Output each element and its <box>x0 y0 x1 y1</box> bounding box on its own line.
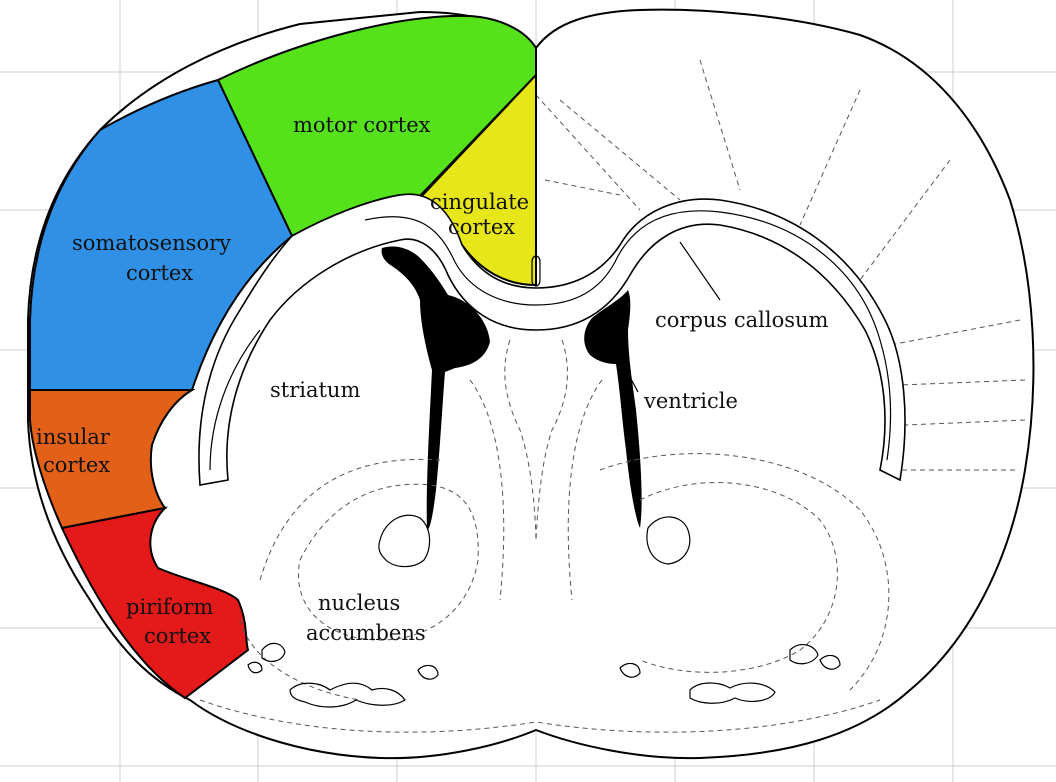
motor-cortex-label: motor cortex <box>293 113 431 137</box>
nucleus-accumbens-label-2: accumbens <box>306 621 426 645</box>
cingulate-cortex-label-1: cingulate <box>430 190 529 214</box>
piriform-cortex-label-2: cortex <box>144 624 211 648</box>
cingulate-cortex-label-2: cortex <box>448 215 515 239</box>
insular-cortex-label-2: cortex <box>43 453 110 477</box>
somatosensory-cortex-label-1: somatosensory <box>72 231 231 255</box>
ventricle-label: ventricle <box>643 389 738 413</box>
somatosensory-cortex-label-2: cortex <box>126 261 193 285</box>
nucleus-accumbens-label-1: nucleus <box>318 591 400 615</box>
piriform-cortex-label-1: piriform <box>126 595 213 619</box>
striatum-label: striatum <box>270 378 360 402</box>
corpus-callosum-label: corpus callosum <box>655 308 829 332</box>
insular-cortex-label-1: insular <box>36 425 111 449</box>
